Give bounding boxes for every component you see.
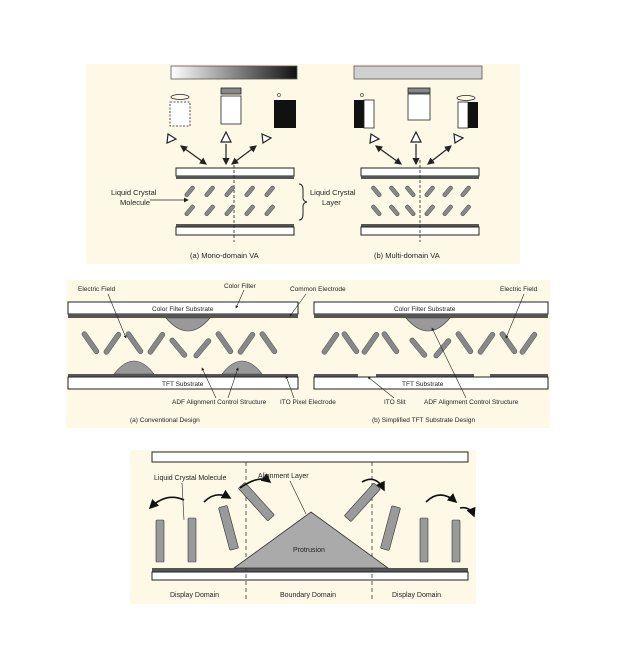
top-substrate [151, 451, 469, 463]
lc-molecules [155, 482, 461, 563]
adf-diagram: Electric Field Color Filter Common Elect… [67, 283, 549, 424]
color-filter-label: Color Filter [224, 283, 257, 290]
ito-pixel-electrode-label: ITO Pixel Electrode [280, 399, 336, 406]
gradient-bar-mono [170, 65, 298, 80]
alignment-layer-label: Alignment Layer [258, 473, 309, 480]
mono-domain-cell [175, 160, 295, 242]
lc-molecule-label-1: Liquid Crystal [111, 188, 157, 197]
lc-layer-label-2: Layer [322, 198, 341, 207]
common-electrode-label: Common Electrode [290, 286, 346, 293]
lc-layer-brace [298, 183, 308, 221]
tft-substrate-label-left: TFT Substrate [162, 381, 204, 388]
bottom-electrode [152, 568, 468, 572]
svg-text:o: o [277, 92, 281, 99]
rotation-arrows [148, 478, 476, 518]
caption-mono-domain: (a) Mono-domain VA [190, 251, 259, 260]
cf-substrate-label-left: Color Filter Substrate [152, 306, 214, 313]
caption-multi-domain: (b) Multi-domain VA [374, 251, 440, 260]
caption-conventional: (a) Conventional Design [130, 417, 200, 424]
cf-substrate-label-right: Color Filter Substrate [394, 306, 456, 313]
lc-layer-label-1: Liquid Crystal [310, 188, 356, 197]
va-diagram: o o [111, 65, 483, 260]
svg-text:o: o [360, 92, 364, 99]
protrusion-diagram: Protrusion Liquid Crystal Molecule Align… [148, 451, 476, 602]
adf-design-figure: Electric Field Color Filter Common Elect… [66, 280, 550, 428]
simplified-cell: Color Filter Substrate TFT Substrate [313, 293, 549, 390]
mono-view-arrows [166, 130, 273, 166]
lc-molecule-label-2: Molecule [120, 198, 150, 207]
adf-label-left: ADF Alignment Control Structure [172, 399, 267, 406]
multi-domain-cell [360, 160, 480, 242]
mono-multi-domain-va-figure: o o [86, 64, 520, 264]
ito-slit-label: ITO Slit [384, 399, 406, 406]
multi-view-icons: o [354, 87, 478, 129]
protrusion-label: Protrusion [293, 547, 325, 554]
electric-field-label-left: Electric Field [78, 286, 116, 293]
alignment-arrow-1 [239, 473, 272, 489]
conventional-cell: Color Filter Substrate TFT Substrate [67, 289, 307, 390]
bottom-substrate [151, 571, 469, 581]
boundary-domain-label: Boundary Domain [280, 592, 336, 599]
adf-label-right: ADF Alignment Control Structure [424, 399, 519, 406]
electric-field-label-right: Electric Field [500, 286, 538, 293]
grey-bar-multi [353, 65, 483, 80]
protrusion-figure: Protrusion Liquid Crystal Molecule Align… [130, 450, 476, 604]
multi-view-arrows [369, 130, 465, 166]
mono-view-icons: o [169, 87, 296, 128]
tft-substrate-label-right: TFT Substrate [402, 381, 444, 388]
display-domain-label-left: Display Domain [170, 592, 219, 599]
protrusion [232, 511, 390, 569]
display-domain-label-right: Display Domain [392, 592, 441, 599]
caption-simplified: (b) Simplified TFT Substrate Design [372, 417, 475, 424]
lc-molecule-label: Liquid Crystal Molecule [154, 475, 226, 482]
